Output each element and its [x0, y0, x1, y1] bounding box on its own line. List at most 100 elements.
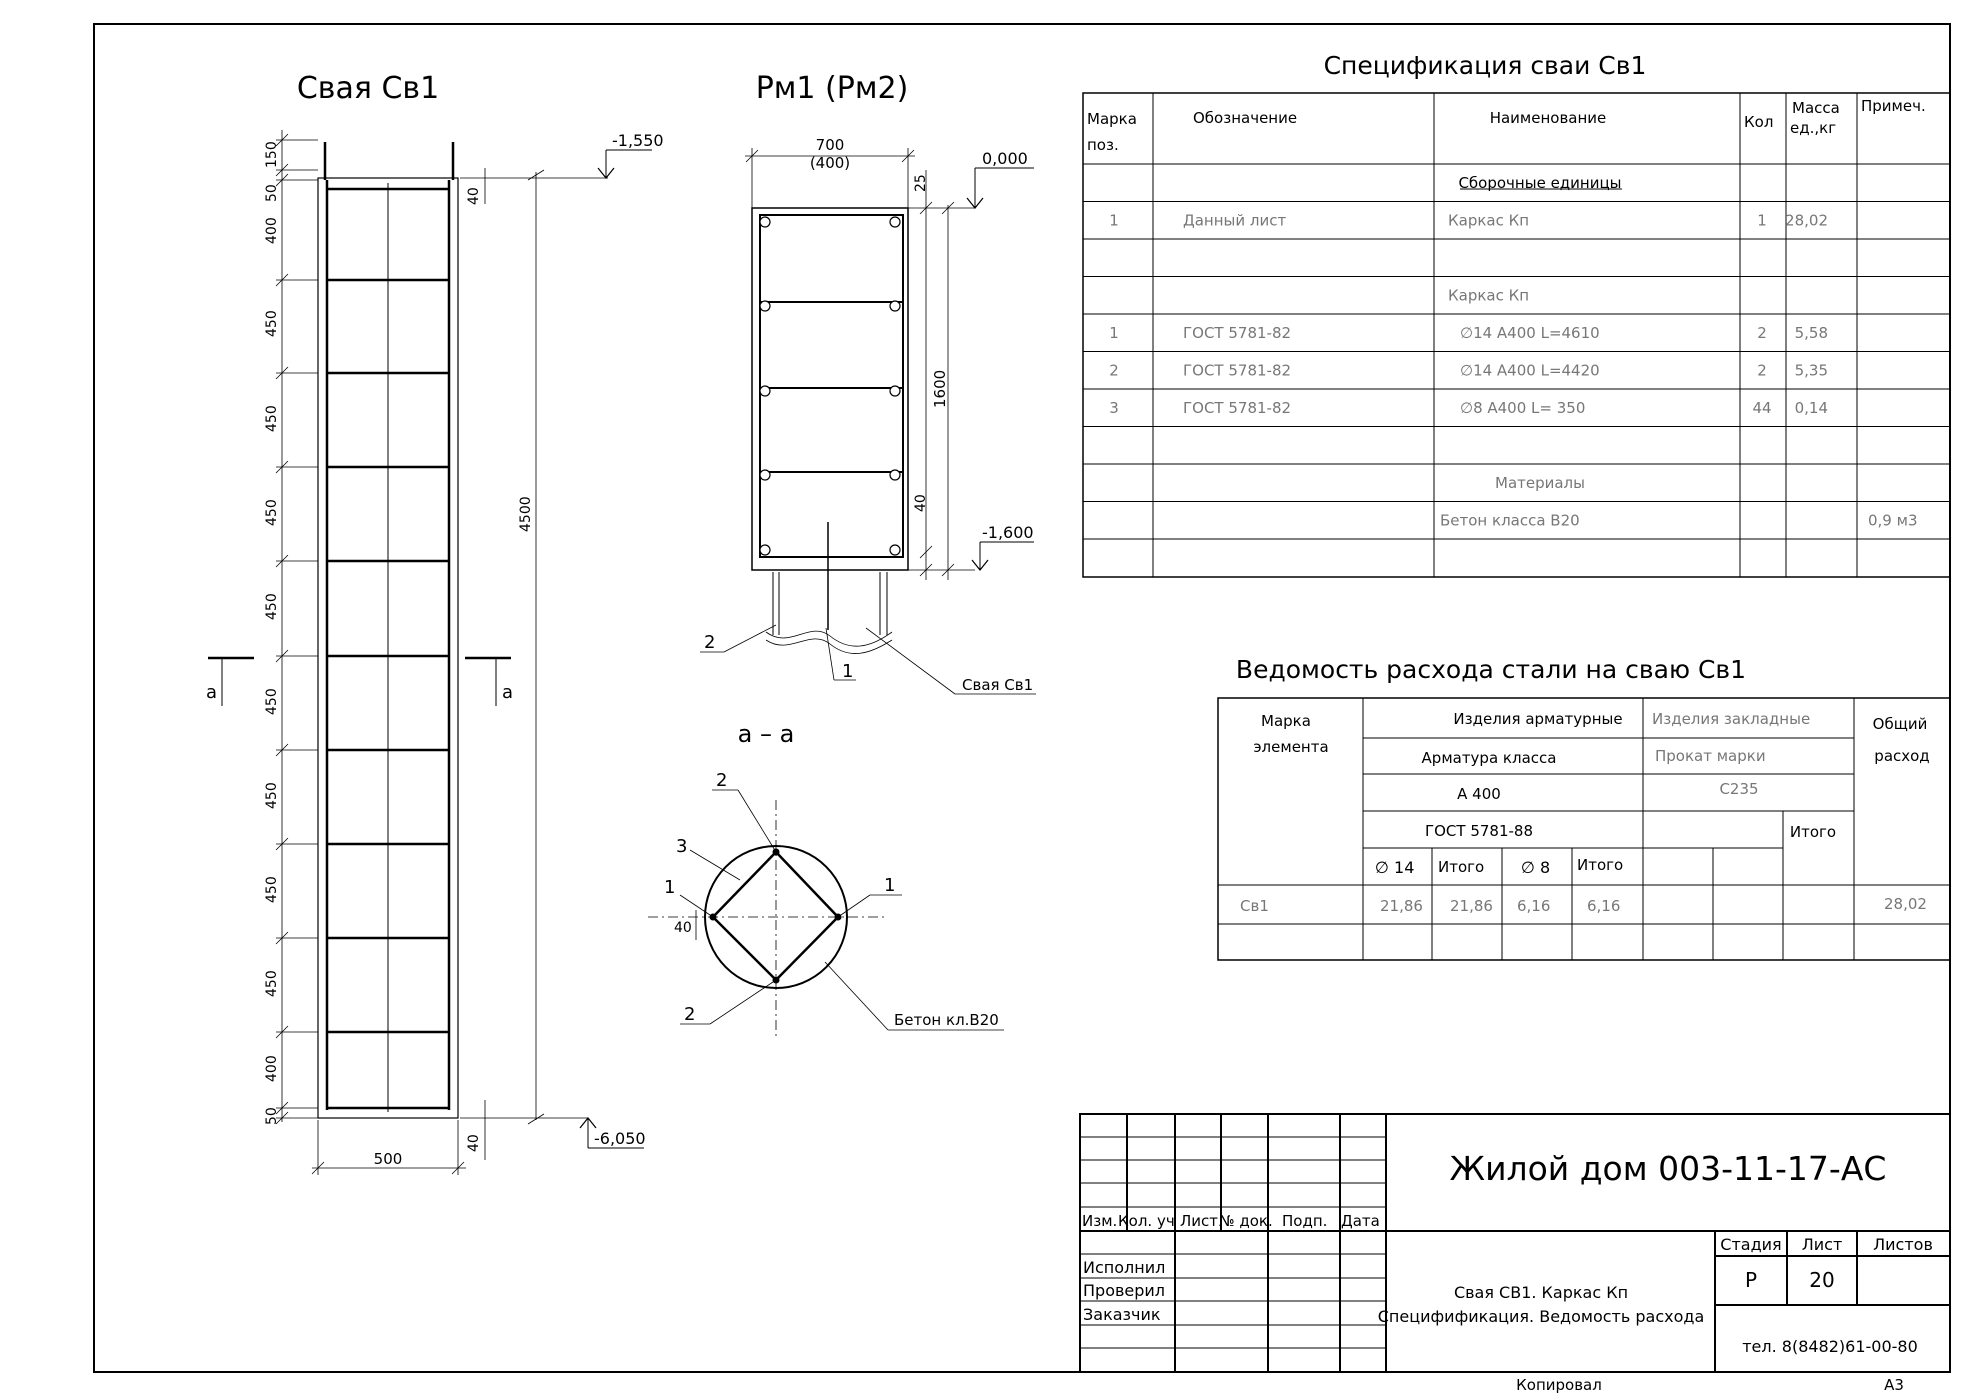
- spec-h-pos: поз.: [1087, 136, 1119, 154]
- steel-rebar-products: Изделия арматурные: [1453, 710, 1622, 728]
- spec-title: Спецификация сваи Св1: [1324, 51, 1647, 80]
- steel-a400: А 400: [1457, 785, 1501, 803]
- spec-cell-designation: ГОСТ 5781-82: [1183, 362, 1291, 380]
- steel-c235: С235: [1719, 780, 1758, 798]
- tb-format: А3: [1884, 1376, 1904, 1394]
- spec-cell-name: ∅14 А400 L=4420: [1460, 362, 1600, 380]
- spec-cell-name: ∅14 А400 L=4610: [1460, 324, 1600, 342]
- grillage-view: Рм1 (Рм2) 700 (400): [700, 71, 1036, 695]
- section-view: а – а 2 3 1 1 2 40 Бетон кл.В20: [648, 720, 1004, 1038]
- spec-cell-designation: ГОСТ 5781-82: [1183, 399, 1291, 417]
- pile-dim-label: 450: [264, 876, 280, 903]
- pile-width-dim: 500: [374, 1150, 403, 1168]
- spec-cell-mass: 5,35: [1795, 362, 1828, 380]
- pile-dim-label: 450: [264, 499, 280, 526]
- pile-dim-label: 450: [264, 593, 280, 620]
- pile-view: Свая Св1 150 50 400 450 450 450 450 450 450 450 45…: [206, 71, 664, 1175]
- steel-rebar-class: Арматура класса: [1422, 749, 1557, 767]
- steel-grand-l2: расход: [1874, 747, 1929, 765]
- pile-dim-label: 450: [264, 310, 280, 337]
- tb-project-title: Жилой дом 003-11-17-АС: [1450, 1149, 1887, 1188]
- tb-sheets-h: Листов: [1873, 1235, 1933, 1254]
- section-mark-left: а: [206, 682, 217, 703]
- steel-grand-l1: Общий: [1873, 715, 1928, 733]
- steel-total8-h: Итого: [1577, 856, 1623, 874]
- pile-outline: [317, 177, 459, 1119]
- steel-d14: ∅ 14: [1375, 858, 1414, 877]
- title-block: Изм. Кол. уч Лист № док. Подп. Дата Испо…: [1079, 1113, 1951, 1394]
- spec-cell-designation: Данный лист: [1183, 212, 1286, 230]
- spec-cell-name: Материалы: [1495, 474, 1585, 492]
- steel-row-d14: 21,86: [1380, 897, 1423, 915]
- grillage-pile-label: Свая Св1: [962, 676, 1033, 694]
- section-callout-3: 3: [676, 836, 687, 857]
- spec-cell-qty: 1: [1757, 212, 1767, 230]
- pile-dim-label: 400: [264, 1055, 280, 1082]
- steel-row-grand: 28,02: [1884, 895, 1927, 913]
- spec-h-designation: Обозначение: [1193, 109, 1297, 127]
- pile-dim-label: 150: [264, 141, 280, 168]
- spec-cell-designation: ГОСТ 5781-82: [1183, 324, 1291, 342]
- tb-role-executed: Исполнил: [1083, 1258, 1165, 1277]
- section-callout-2-bottom: 2: [684, 1004, 695, 1025]
- steel-d8: ∅ 8: [1521, 858, 1550, 877]
- section-concrete-label: Бетон кл.В20: [894, 1011, 999, 1029]
- steel-row-total14: 21,86: [1450, 897, 1493, 915]
- steel-row-total8: 6,16: [1587, 897, 1620, 915]
- grillage-dim-bottom: 40: [913, 494, 929, 512]
- tb-desc-2: Специфификация. Ведомость расхода: [1378, 1307, 1705, 1326]
- pile-dim-label: 450: [264, 405, 280, 432]
- steel-mark-l2: элемента: [1253, 738, 1328, 756]
- pile-dim-label: 450: [264, 970, 280, 997]
- tb-role-customer: Заказчик: [1083, 1305, 1161, 1324]
- grillage-dim-top: 25: [913, 174, 929, 192]
- pile-title: Свая Св1: [297, 71, 439, 106]
- section-cover-dim: 40: [674, 920, 692, 936]
- tb-stage-h: Стадия: [1720, 1235, 1781, 1254]
- tb-col-kol: Кол. уч: [1118, 1212, 1175, 1230]
- spec-cell-mass: 28,02: [1785, 212, 1828, 230]
- steel-embedded-products: Изделия закладные: [1652, 710, 1810, 728]
- spec-cell-note: 0,9 м3: [1868, 512, 1917, 530]
- grillage-outline: [751, 207, 909, 571]
- spec-cell-name: Сборочные единицы: [1458, 174, 1621, 192]
- tb-sheet-h: Лист: [1802, 1235, 1843, 1254]
- steel-total14-h: Итого: [1438, 858, 1484, 876]
- spec-h-mass-unit: ед.,кг: [1790, 119, 1836, 137]
- spec-cell-pos: 2: [1109, 362, 1119, 380]
- bottom-level-mark: -6,050: [594, 1129, 646, 1148]
- pile-dim-label: 50: [264, 184, 280, 202]
- tb-desc-1: Свая СВ1. Каркас Кп: [1454, 1283, 1628, 1302]
- tb-copied: Копировал: [1516, 1376, 1602, 1394]
- section-callout-1-left: 1: [664, 877, 675, 898]
- tb-col-list: Лист: [1180, 1212, 1218, 1230]
- spec-cell-name: ∅8 А400 L= 350: [1460, 399, 1585, 417]
- top-level-mark: -1,550: [612, 131, 664, 150]
- section-mark-right: а: [502, 682, 513, 703]
- cover-bottom-dim: 40: [466, 1134, 482, 1152]
- grillage-width-alt: (400): [810, 154, 850, 172]
- pile-dim-label: 450: [264, 688, 280, 715]
- spec-cell-mass: 5,58: [1795, 324, 1828, 342]
- grillage-callout-1: 1: [842, 661, 853, 682]
- pile-dim-label: 50: [264, 1107, 280, 1125]
- steel-row-d8: 6,16: [1517, 897, 1550, 915]
- overall-height-dim: 4500: [518, 496, 534, 532]
- grillage-callout-2: 2: [704, 632, 715, 653]
- spec-cell-mass: 0,14: [1795, 399, 1828, 417]
- grillage-top-mark: 0,000: [982, 149, 1028, 168]
- tb-col-izm: Изм.: [1082, 1212, 1117, 1230]
- spec-cell-pos: 3: [1109, 399, 1119, 417]
- spec-cell-name: Бетон класса В20: [1440, 512, 1580, 530]
- spec-h-name: Наименование: [1490, 109, 1607, 127]
- section-callout-1-right: 1: [884, 875, 895, 896]
- spec-cell-qty: 2: [1757, 362, 1767, 380]
- steel-table: Ведомость расхода стали на сваю Св1 Марк…: [1217, 655, 1951, 961]
- spec-cell-name: Каркас Кп: [1448, 287, 1529, 305]
- spec-h-mass: Масса: [1792, 99, 1840, 117]
- spec-cell-qty: 44: [1752, 399, 1771, 417]
- spec-cell-pos: 1: [1109, 212, 1119, 230]
- steel-title: Ведомость расхода стали на сваю Св1: [1236, 655, 1746, 684]
- section-circle: [704, 845, 848, 989]
